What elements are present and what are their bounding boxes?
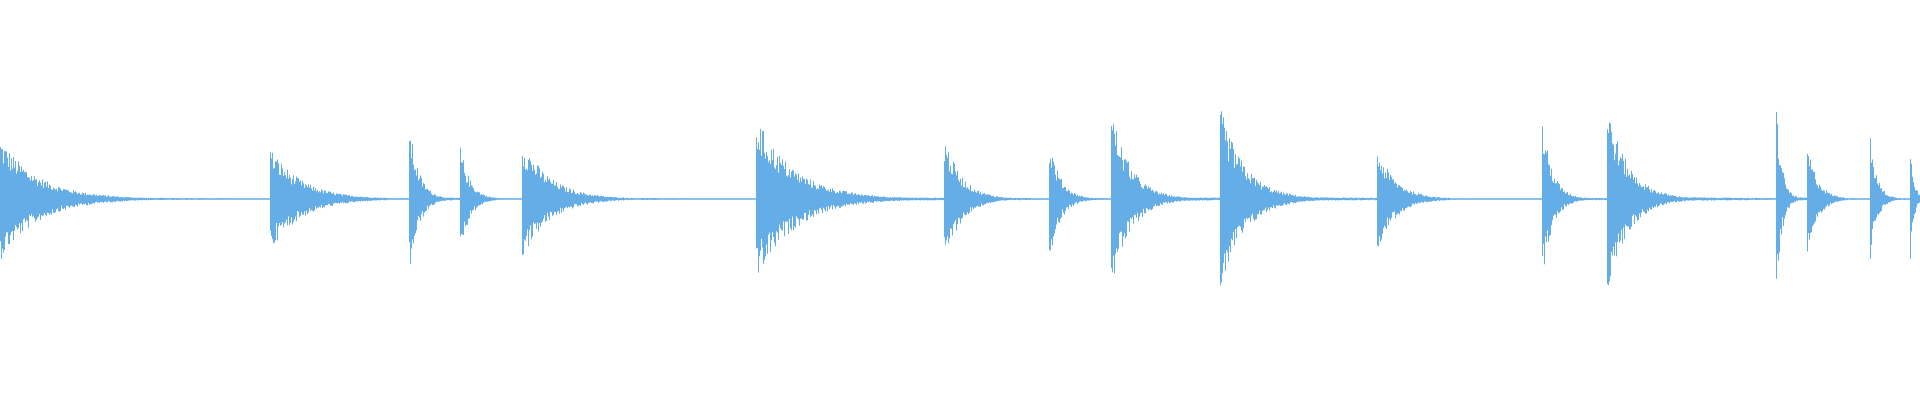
waveform-bars (0, 111, 1920, 286)
